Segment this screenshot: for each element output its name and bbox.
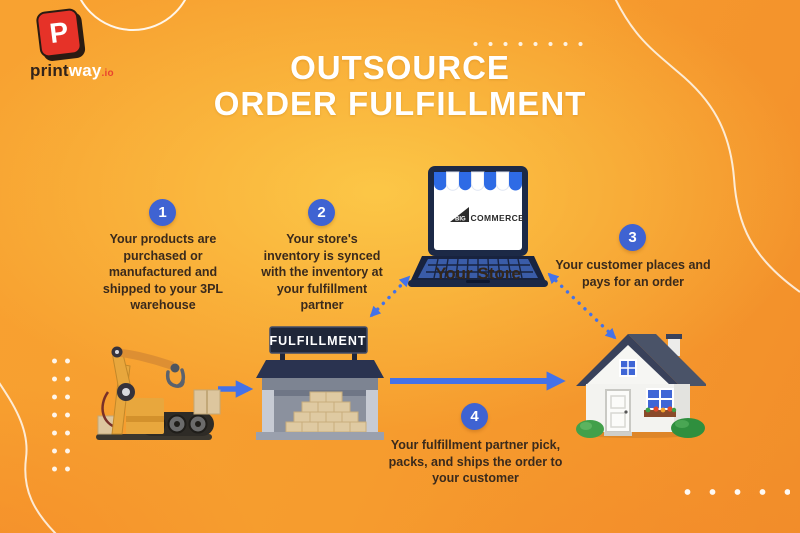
- step-4-badge: 4: [461, 403, 488, 430]
- laptop-screen: [434, 172, 522, 250]
- step-1-number: 1: [158, 204, 167, 221]
- title-line1: OUTSOURCE: [290, 49, 510, 86]
- step-3-number: 3: [628, 229, 637, 246]
- bush-left: [576, 420, 604, 438]
- customer-house-icon: [576, 334, 706, 438]
- door-panel: [610, 395, 626, 409]
- bigcommerce-triangle-logo: [450, 207, 469, 222]
- logo-word-io: .io: [101, 68, 114, 79]
- house-roof-right-section: [628, 334, 706, 386]
- warehouse-sign-post: [352, 350, 357, 364]
- laptop-base-notch: [466, 280, 490, 283]
- logo-wordmark: printway.io: [30, 62, 140, 79]
- claw-mount: [170, 363, 180, 373]
- dot-row-bottom-decoration: [675, 486, 790, 498]
- bigcommerce-big-text: BIG: [455, 217, 466, 223]
- warehouse-base-step: [256, 432, 384, 440]
- machine-boom: [112, 348, 174, 370]
- step-2-badge: 2: [308, 199, 335, 226]
- gable-window-cross: [620, 360, 636, 376]
- step-2-number: 2: [317, 204, 326, 221]
- house-chimney-cap: [666, 334, 682, 339]
- house-roof-edge: [576, 334, 680, 386]
- logo-word-way: way: [68, 61, 102, 80]
- bush-right: [671, 418, 705, 438]
- printway-logo: P printway.io: [30, 7, 140, 79]
- bush-left-highlight: [580, 422, 592, 430]
- flowers: [645, 406, 677, 413]
- dot-row-top-decoration: [468, 40, 588, 48]
- bottom-left-curve: [0, 382, 57, 533]
- step-3-badge: 3: [619, 224, 646, 251]
- step-2-text: Your store's inventory is synced with th…: [261, 232, 383, 312]
- page-title: OUTSOURCE ORDER FULFILLMENT: [0, 49, 800, 123]
- bigcommerce-commerce-text: COMMERCE: [471, 213, 525, 223]
- title-line2: ORDER FULFILLMENT: [213, 85, 587, 123]
- claw-prong-right: [176, 368, 186, 388]
- machine-body-stripe: [126, 416, 164, 422]
- laptop-key-grid: [426, 258, 533, 279]
- store-label: Your Store: [435, 264, 521, 283]
- factory-robot-arm-icon: [96, 346, 221, 440]
- warehouse-sign: [269, 326, 368, 354]
- logo-letter: P: [47, 15, 71, 50]
- bigcommerce-laptop-icon: BIG COMMERCE: [408, 166, 548, 287]
- step-4-number: 4: [470, 408, 479, 425]
- window-cross: [648, 390, 672, 408]
- step-3-text: Your customer places and pays for an ord…: [555, 258, 711, 289]
- warehouse-roof: [256, 360, 384, 378]
- track-wheel-hub: [195, 421, 201, 427]
- door-panel: [610, 412, 626, 428]
- storefront-awning: [434, 171, 522, 191]
- flower-box: [644, 410, 676, 417]
- dot-grid-left-decoration: [48, 352, 76, 474]
- step-1-badge: 1: [149, 199, 176, 226]
- machine-elbow-hub: [122, 388, 130, 396]
- house-step: [604, 432, 632, 436]
- machine-top-hub: [115, 350, 119, 354]
- warehouse-sign-post: [280, 350, 285, 364]
- warehouse-sign-text: FULFILLMENT: [269, 334, 366, 348]
- step-1-text: Your products are purchased or manufactu…: [102, 232, 224, 312]
- warehouse-shutter-band: [262, 378, 378, 390]
- step-4-text: Your fulfillment partner pick, packs, an…: [388, 438, 563, 485]
- bush-right-highlight: [675, 420, 689, 428]
- track-wheel-hub: [174, 421, 180, 427]
- logo-word-print: print: [30, 61, 69, 80]
- door-knob: [624, 410, 628, 414]
- fulfillment-warehouse-icon: FULFILLMENT: [256, 326, 384, 440]
- laptop-base: [408, 280, 548, 287]
